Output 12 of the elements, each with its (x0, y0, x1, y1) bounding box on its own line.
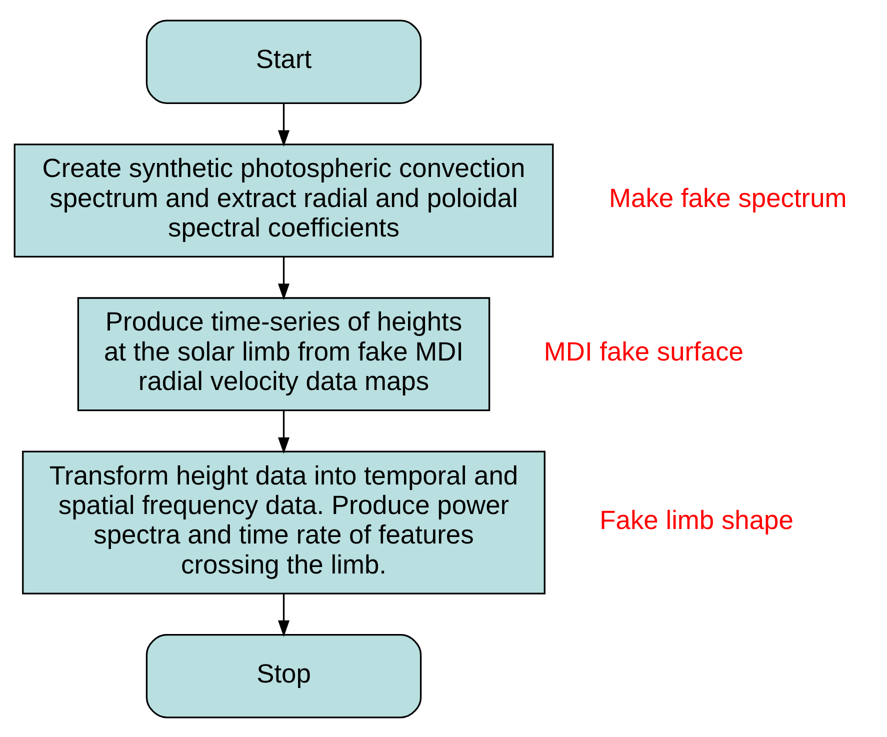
node-box: Start (146, 19, 422, 104)
node-box: Produce time-series of heights at the solar limb from fake MDI radial velocity data maps (77, 296, 490, 411)
arrow (278, 102, 290, 146)
arrow (278, 256, 290, 300)
node-box: Stop (146, 634, 422, 718)
arrow (278, 593, 290, 636)
node-box: Transform height data into temporal and spatial frequency data. Produce power spectra and time rate of features crossing the limb. (22, 450, 546, 594)
arrow (278, 410, 290, 454)
node-label: Fake limb shape (600, 504, 794, 534)
node-box: Create synthetic photospheric convection spectrum and extract radial and poloidal spectral coefficients (14, 143, 554, 258)
node-label: Make fake spectrum (609, 182, 847, 212)
node-label: MDI fake surface (544, 336, 744, 366)
